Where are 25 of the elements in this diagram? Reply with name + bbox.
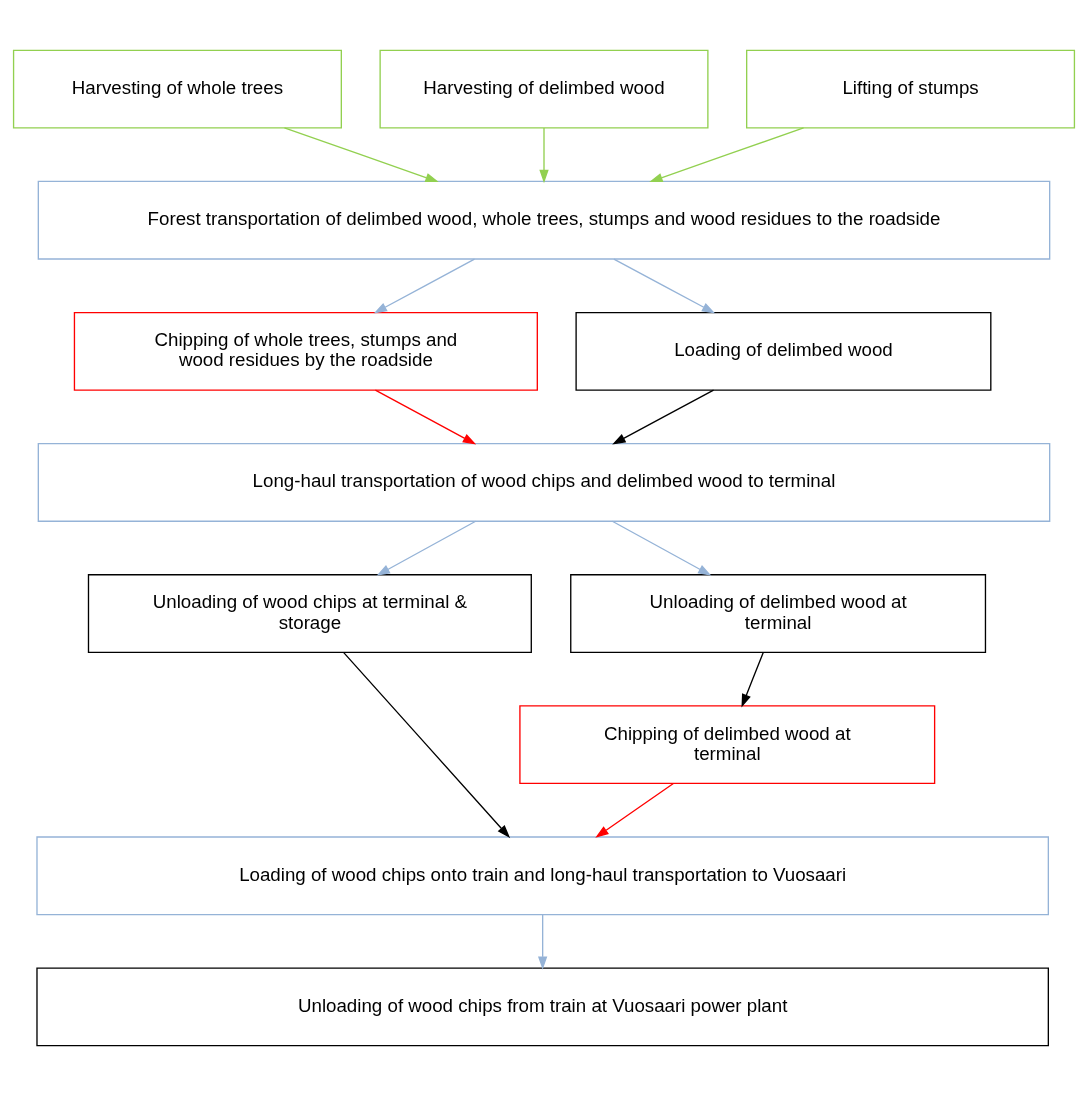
arrow: [613, 257, 716, 313]
node-box: Forest transportation of delimbed wood, whole trees, stumps and wood residues to the roadside: [37, 180, 1051, 260]
node-box: Long-haul transportation of wood chips and delimbed wood to terminal: [37, 442, 1051, 522]
arrow: [537, 913, 548, 970]
node-box: Chipping of delimbed wood at terminal: [519, 704, 936, 784]
arrow: [741, 651, 764, 707]
arrow: [595, 782, 675, 838]
node-box: Unloading of delimbed wood at terminal: [570, 573, 987, 653]
node-box: Harvesting of delimbed wood: [379, 49, 709, 129]
arrow: [343, 651, 511, 838]
node-box: Loading of wood chips onto train and long-haul transportation to Vuosaari: [36, 835, 1049, 915]
node-box: Unloading of wood chips from train at Vuosaari power plant: [36, 966, 1049, 1046]
node-box: Harvesting of whole trees: [12, 49, 342, 129]
node-box: Chipping of whole trees, stumps and wood residues by the roadside: [73, 311, 538, 391]
arrow: [374, 389, 477, 445]
arrow: [611, 520, 712, 576]
arrow: [612, 389, 715, 445]
arrow: [649, 126, 805, 182]
arrow: [376, 520, 477, 576]
arrow: [539, 126, 549, 183]
arrow: [283, 126, 439, 182]
node-box: Unloading of wood chips at terminal & storage: [87, 573, 532, 653]
node-box: Lifting of stumps: [746, 49, 1076, 129]
arrow: [373, 257, 476, 313]
node-box: Loading of delimbed wood: [575, 311, 992, 391]
